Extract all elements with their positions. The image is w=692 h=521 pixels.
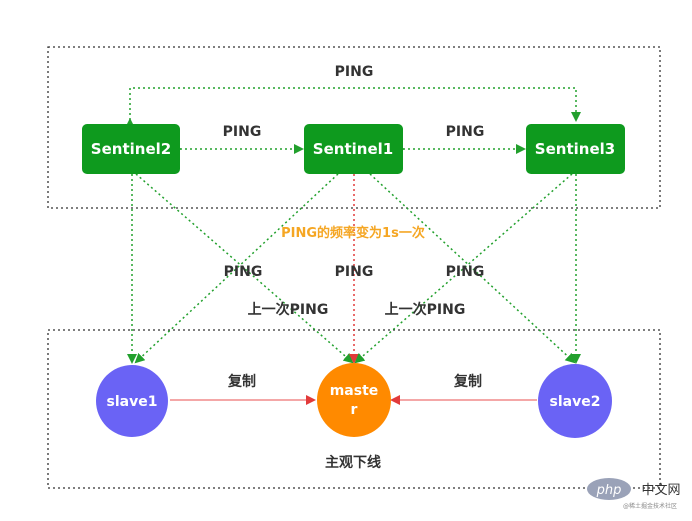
sentinel-group-border — [47, 46, 661, 209]
ping-right-pair-label: PING — [446, 124, 485, 140]
sentinel3-label: Sentinel3 — [535, 140, 615, 158]
ping-down-left-label: PING — [224, 264, 263, 280]
ping-down-right-label: PING — [446, 264, 485, 280]
ping-down-center-label: PING — [335, 264, 374, 280]
ping-loop-line — [125, 87, 581, 128]
slave2-node — [538, 364, 612, 438]
slave1-label: slave1 — [107, 394, 158, 410]
php-watermark: php 中文网 @稀土掘金技术社区 — [587, 478, 681, 510]
sentinel1-box — [304, 124, 403, 174]
sentinel2-box — [82, 124, 180, 174]
last-ping-right-label: 上一次PING — [385, 301, 466, 318]
subjective-down-label: 主观下线 — [325, 454, 381, 471]
watermark-caption: @稀土掘金技术社区 — [623, 502, 677, 510]
ping-line-s1-slave2 — [369, 173, 576, 364]
ping-left-pair-label: PING — [223, 124, 262, 140]
master-node — [317, 363, 391, 437]
last-ping-left-label: 上一次PING — [248, 301, 329, 318]
ping-top-label: PING — [335, 64, 374, 80]
master-label-line1: maste — [330, 383, 379, 399]
sentinel1-label: Sentinel1 — [313, 140, 393, 158]
frequency-note: PING的频率变为1s一次 — [281, 225, 425, 241]
ping-line-s1-slave1 — [134, 173, 339, 364]
php-logo-badge — [587, 478, 631, 500]
slave1-node — [96, 365, 168, 437]
replicate-left-label: 复制 — [227, 373, 256, 390]
sentinel3-box — [526, 124, 625, 174]
slave2-label: slave2 — [550, 394, 601, 410]
php-logo-text: php — [596, 483, 622, 498]
replicate-right-label: 复制 — [453, 373, 482, 390]
php-site-text: 中文网 — [641, 483, 680, 498]
master-label-line2: r — [351, 402, 358, 418]
sentinel2-label: Sentinel2 — [91, 140, 171, 158]
